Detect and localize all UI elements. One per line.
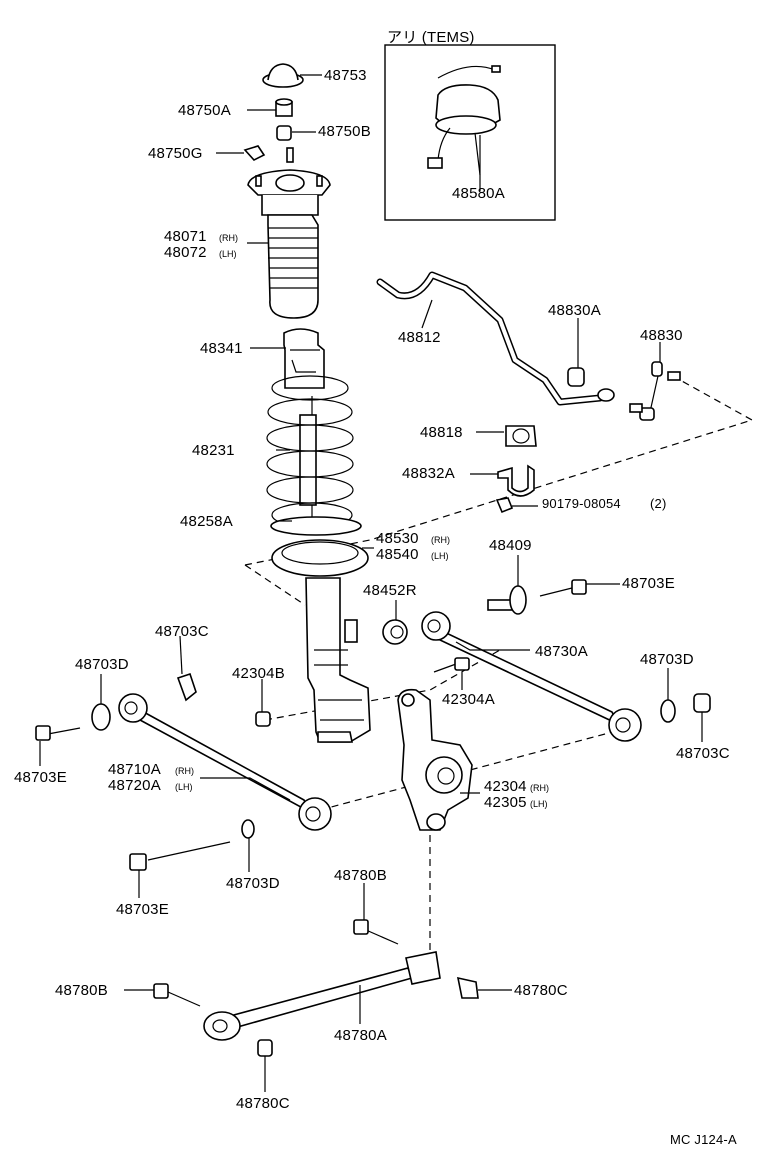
diagram-code: MC J124-A [670,1132,737,1147]
bolt-42304A [433,657,470,673]
label-48710A-side: (RH) [175,766,194,776]
label-48780C-lower: 48780C [236,1095,290,1112]
inset-title: アリ (TEMS) [387,29,475,46]
label-48710A: 48710A [108,761,161,778]
bolt-48780B-left [153,983,201,1007]
dashed-line-lower-arm [319,729,621,811]
bushing-48452R [382,619,408,645]
label-42305-side: (LH) [530,799,548,809]
upper-seat-48753 [262,63,304,88]
label-42304: 42304 [484,778,527,795]
nut-48780C-lower [257,1039,273,1057]
label-48580A: 48580A [452,185,505,202]
label-48072: 48072 [164,244,207,261]
coil-spring-48231 [266,375,354,528]
label-48780B-left: 48780B [55,982,108,999]
knuckle-42304 [397,688,473,831]
label-48703D-left: 48703D [75,656,129,673]
label-48258A: 48258A [180,513,233,530]
washer-48703D-right [660,699,676,723]
link-48830 [629,361,681,421]
label-42304A: 42304A [442,691,495,708]
bolt-48409 [487,585,527,615]
label-48780B-upper: 48780B [334,867,387,884]
bushing-48818 [505,425,537,447]
label-48830: 48830 [640,327,683,344]
dashed-line-42304b [264,649,501,721]
label-48409: 48409 [489,537,532,554]
label-90179: 90179-08054 [542,496,621,511]
nut-48703C-right [693,693,711,713]
shock-absorber-48530 [271,539,371,743]
label-48703D-lower: 48703D [226,875,280,892]
bolt-48703D-lower [241,819,255,839]
arm-48710A [118,693,332,831]
label-48703E-upper: 48703E [622,575,675,592]
stabilizer-bar-48812 [376,271,615,406]
label-48720A-side: (LH) [175,782,193,792]
label-48703C-right: 48703C [676,745,730,762]
label-48780C-right: 48780C [514,982,568,999]
label-48703C-upper: 48703C [155,623,209,640]
bolt-48703E-lower [129,841,231,871]
label-48071: 48071 [164,228,207,245]
bolt-48780B-upper [353,919,399,945]
nut-48750A [275,98,293,117]
label-48540: 48540 [376,546,419,563]
label-48452R: 48452R [363,582,417,599]
label-42304-side: (RH) [530,783,549,793]
washer-48703D-left [91,703,111,731]
dashed-line-strut-left [244,564,306,606]
bushing-48830A [567,367,585,387]
bolt-48703E-upper [539,579,587,597]
strut-mount [247,147,331,216]
spring-seat-48258A [270,516,362,536]
arm-48730A [421,611,642,742]
nut-42304B [255,711,271,727]
label-48818: 48818 [420,424,463,441]
bump-boot-48071 [267,214,319,319]
bolt-48703C-upper [176,672,197,702]
nut-48750G [243,145,266,161]
label-48530: 48530 [376,530,419,547]
bolt-48780C-right [456,976,479,999]
label-48832A: 48832A [402,465,455,482]
label-48231: 48231 [192,442,235,459]
label-48540-side: (LH) [431,551,449,561]
label-48730A: 48730A [535,643,588,660]
nut-90179 [495,497,514,514]
label-48703E-left: 48703E [14,769,67,786]
label-48812: 48812 [398,329,441,346]
label-90179-qty: (2) [650,496,667,511]
label-48720A: 48720A [108,777,161,794]
leader-lines [39,74,703,1092]
bolt-48703E-left [35,725,81,741]
collar-48750B [276,125,292,141]
label-42305: 42305 [484,794,527,811]
bracket-48832A [497,464,535,497]
label-48750G: 48750G [148,145,203,162]
label-48071-side: (RH) [219,233,238,243]
label-48072-side: (LH) [219,249,237,259]
label-48780A: 48780A [334,1027,387,1044]
label-48830A: 48830A [548,302,601,319]
label-48750A: 48750A [178,102,231,119]
label-48750B: 48750B [318,123,371,140]
label-48530-side: (RH) [431,535,450,545]
tems-actuator-48580A [427,65,501,176]
label-48753: 48753 [324,67,367,84]
tems-inset-frame [384,44,556,221]
bump-stopper-48341 [283,328,325,389]
label-42304B: 42304B [232,665,285,682]
label-48703E-lower: 48703E [116,901,169,918]
strut-rod-48780A [203,951,441,1041]
label-48341: 48341 [200,340,243,357]
label-48703D-right: 48703D [640,651,694,668]
